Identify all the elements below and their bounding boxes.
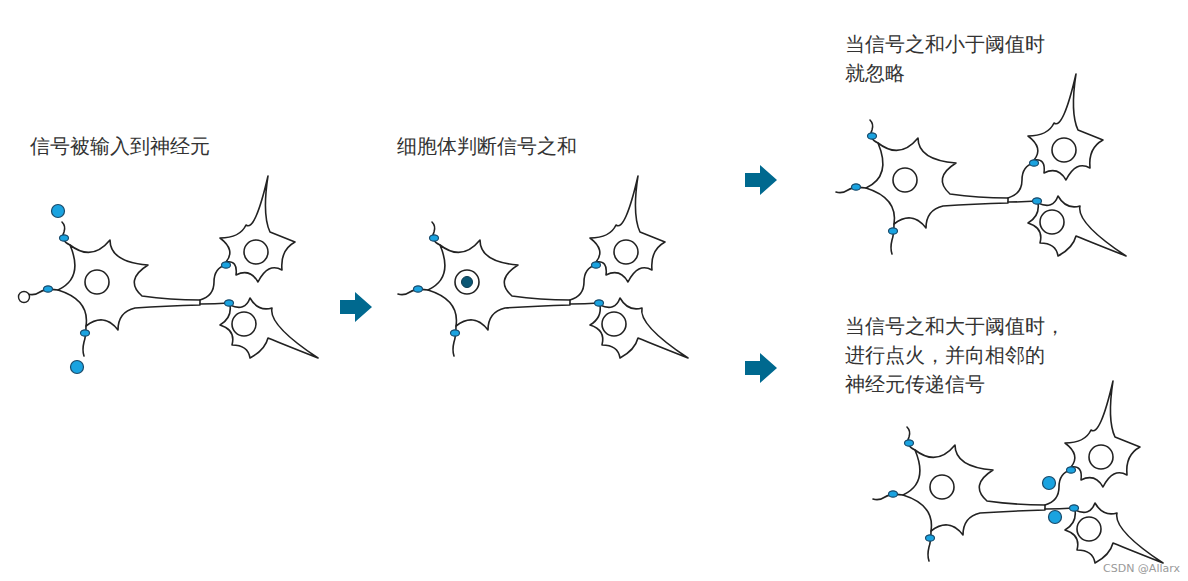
stage-input <box>19 176 319 374</box>
stage-ignore <box>836 74 1126 256</box>
stage-fire <box>873 381 1163 563</box>
stage-caption: 当信号之和大于阈值时， 进行点火，并向相邻的 神经元传递信号 <box>845 312 1085 399</box>
watermark: CSDN @Allarx <box>1103 562 1180 575</box>
stage-caption: 细胞体判断信号之和 <box>397 132 657 161</box>
step-arrows <box>340 165 777 383</box>
stage-sum <box>398 176 688 358</box>
stage-caption: 当信号之和小于阈值时 就忽略 <box>845 30 1085 88</box>
stage-caption: 信号被输入到神经元 <box>30 132 290 161</box>
